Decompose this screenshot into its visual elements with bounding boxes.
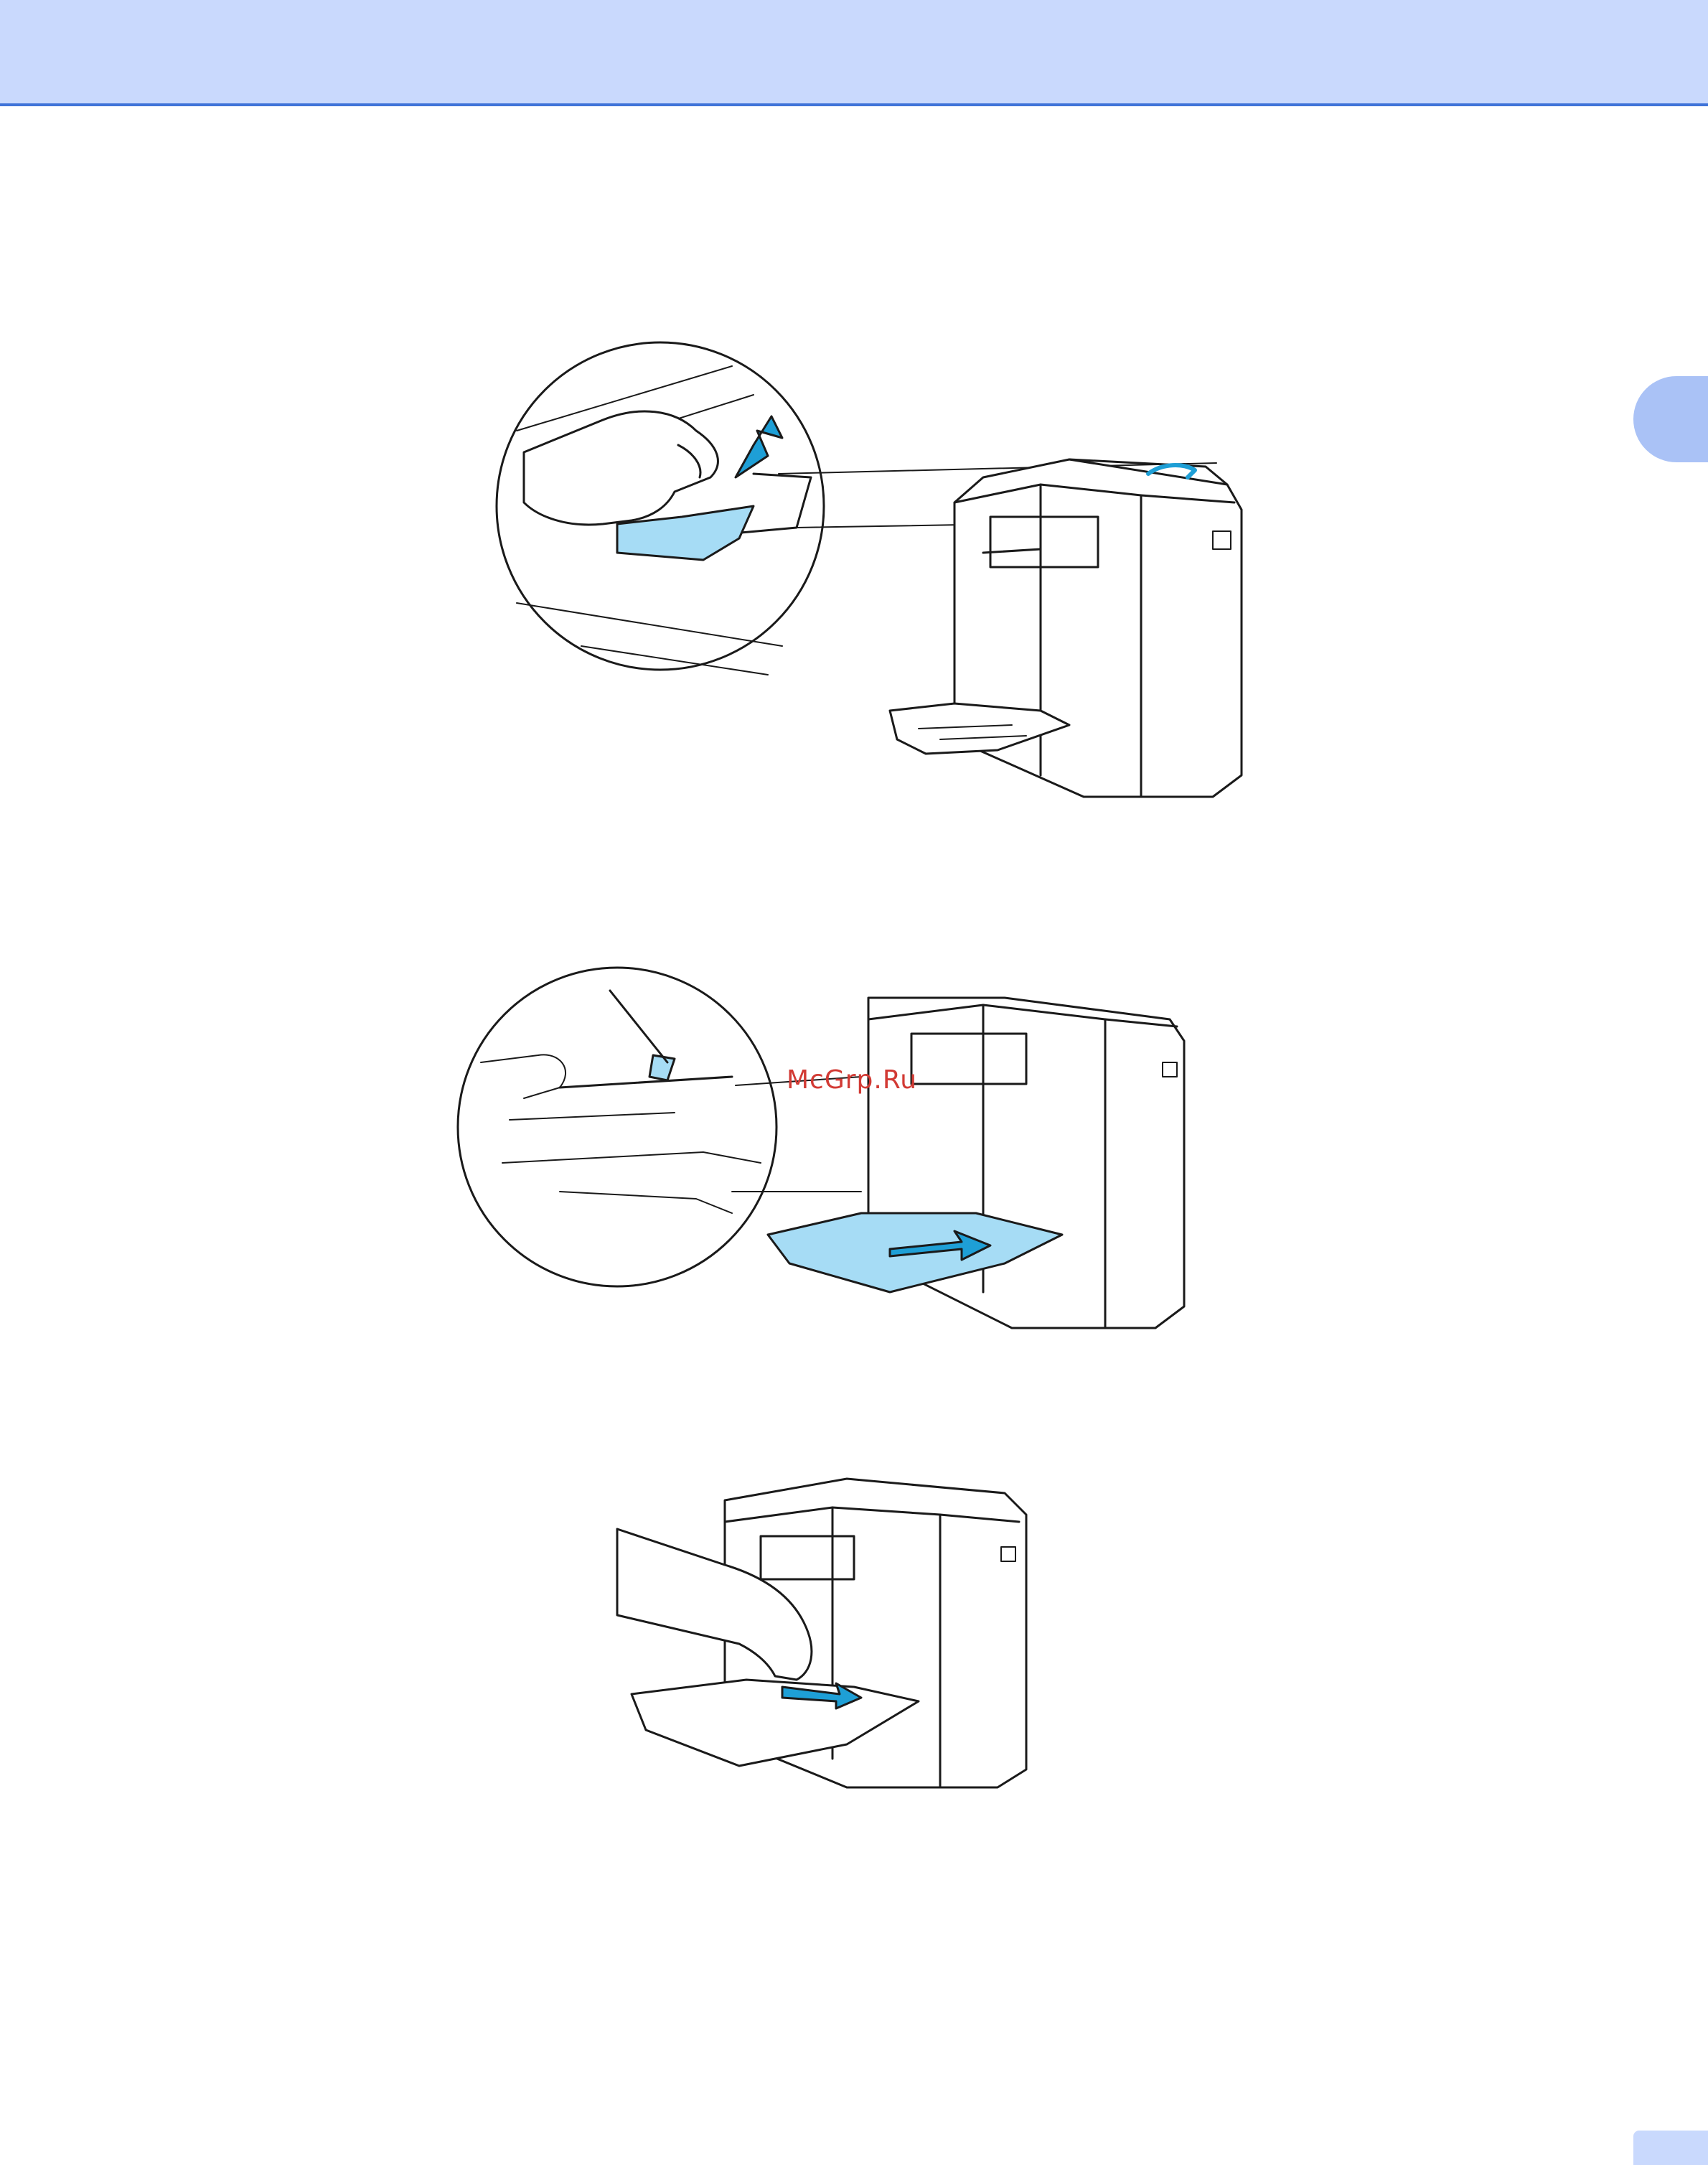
figure-load-paper-mp-tray [459, 955, 1285, 1342]
chapter-tab [1633, 376, 1708, 462]
figure-slide-paper-guides [617, 1450, 1148, 1809]
figure-unfold-support-flap [495, 337, 1249, 804]
header-band [0, 0, 1708, 106]
page-number-tab [1633, 2131, 1708, 2165]
watermark: McGrp.Ru [787, 1065, 917, 1095]
